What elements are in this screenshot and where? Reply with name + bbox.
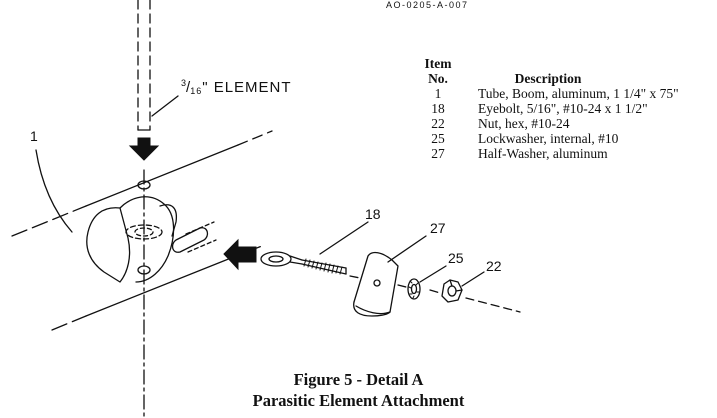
tube-bottom-hole — [137, 265, 151, 275]
parts-table-header-row-1: Item — [398, 56, 658, 71]
eyebolt-insert-arrow — [223, 238, 257, 271]
header-item: Item — [424, 56, 452, 71]
callout-item-27: 27 — [430, 220, 446, 236]
item-number: 25 — [431, 131, 445, 146]
leader-element — [151, 95, 179, 117]
item-number: 27 — [431, 146, 445, 161]
fraction-numerator: 3 — [181, 78, 188, 88]
item-number: 18 — [431, 101, 445, 116]
callout-item-25: 25 — [448, 250, 464, 266]
parts-table: Item No. Description 1 Tube, Boom, alumi… — [398, 56, 679, 161]
leader-item-22 — [461, 271, 485, 287]
item-description: Tube, Boom, aluminum, 1 1/4" x 75" — [478, 86, 679, 101]
assembly-axis-line — [349, 275, 521, 313]
element-label: 3/16" ELEMENT — [181, 78, 292, 96]
parts-table-row: 27 Half-Washer, aluminum — [398, 146, 658, 161]
half-washer — [353, 251, 399, 317]
tube-top-hole — [137, 180, 151, 190]
item-description: Half-Washer, aluminum — [478, 146, 608, 161]
eyebolt-threads — [303, 258, 343, 275]
insert-direction-arrow — [128, 137, 160, 161]
leader-item-1 — [35, 149, 73, 233]
figure-caption-title: Figure 5 - Detail A — [293, 370, 424, 389]
figure-caption-subtitle: Parasitic Element Attachment — [252, 391, 465, 410]
element-mounting-clip — [86, 196, 178, 283]
element-size-fraction: 3/16" — [181, 78, 209, 96]
element-label-text: ELEMENT — [213, 79, 292, 96]
eyebolt — [260, 251, 347, 275]
header-description: Description — [514, 71, 582, 86]
lockwasher — [407, 278, 421, 300]
hex-nut — [441, 279, 463, 303]
leader-item-25 — [419, 265, 447, 283]
inch-mark: " — [202, 79, 209, 96]
boom-tube — [11, 130, 273, 331]
leader-item-27 — [387, 235, 427, 263]
callout-item-22: 22 — [486, 258, 502, 274]
item-description: Nut, hex, #10-24 — [478, 116, 570, 131]
element-rod — [137, 0, 151, 131]
item-description: Lockwasher, internal, #10 — [478, 131, 619, 146]
item-number: 1 — [434, 86, 442, 101]
fraction-denominator: 16 — [190, 86, 203, 96]
parts-table-row: 25 Lockwasher, internal, #10 — [398, 131, 658, 146]
document-code: AO-0205-A-007 — [386, 0, 469, 10]
leader-item-18 — [319, 221, 369, 255]
item-description: Eyebolt, 5/16", #10-24 x 1 1/2" — [478, 101, 648, 116]
callout-item-1: 1 — [30, 128, 38, 144]
parts-table-row: 22 Nut, hex, #10-24 — [398, 116, 658, 131]
callout-item-18: 18 — [365, 206, 381, 222]
header-no: No. — [428, 71, 448, 86]
parts-table-row: 1 Tube, Boom, aluminum, 1 1/4" x 75" — [398, 86, 679, 101]
tube-slot — [171, 221, 217, 253]
parts-table-row: 18 Eyebolt, 5/16", #10-24 x 1 1/2" — [398, 101, 658, 116]
parts-table-header-row-2: No. Description — [398, 71, 658, 86]
item-number: 22 — [431, 116, 445, 131]
